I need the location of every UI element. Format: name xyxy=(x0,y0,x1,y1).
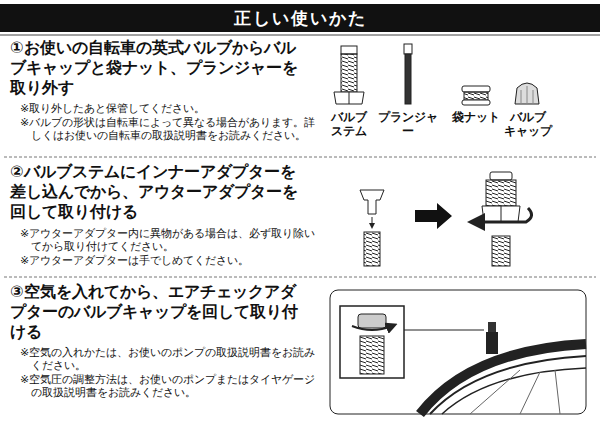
step-heading: ③空気を入れてから、エアチェックアダプターのバルブキャップを回して取り付ける xyxy=(10,282,310,342)
plunger xyxy=(404,44,412,104)
title-bar xyxy=(0,4,600,32)
note: ※バルブの形状は自転車によって異なる場合があります。詳しくはお使いの自転車の取扱… xyxy=(20,116,321,142)
note: ※取り外したあと保管してください。 xyxy=(20,102,321,115)
wheel-panel xyxy=(330,290,586,414)
title: 正しい使いかた xyxy=(0,4,600,32)
cap-inset xyxy=(340,306,484,378)
section-divider xyxy=(4,277,596,278)
rule xyxy=(0,35,600,36)
valve-stem xyxy=(334,46,364,104)
step-heading: ②バルブステムにインナーアダプターを差し込んでから、アウターアダプターを回して取… xyxy=(10,162,310,222)
note: ※空気圧の調整方法は、お使いのポンプまたはタイヤゲージの取扱説明書をお読みくださ… xyxy=(20,373,321,399)
note: ※アウターアダプターは手でしめてください。 xyxy=(20,254,321,267)
cap-nut xyxy=(462,86,490,105)
note: ※アウターアダプター内に異物がある場合は、必ず取り除いてから取り付けてください。 xyxy=(20,227,321,253)
valve-cap xyxy=(515,83,539,104)
part-name: バルブ キャップ xyxy=(504,110,552,138)
note: ※空気の入れかたは、お使いのポンプの取扱説明書をお読みください。 xyxy=(20,346,321,372)
inner-adapter xyxy=(360,190,384,266)
assembled-adapter xyxy=(476,172,532,266)
step-heading: ①お使いの自転車の英式バルブからバルブキャップと袋ナット、プランジャーを取り外す xyxy=(10,38,310,98)
section-divider xyxy=(4,157,596,158)
step-arrow xyxy=(415,203,452,229)
part-name: プランジャー xyxy=(378,110,438,138)
part-name: 袋ナット xyxy=(448,110,504,124)
part-name: バルブ ステム xyxy=(326,110,372,138)
